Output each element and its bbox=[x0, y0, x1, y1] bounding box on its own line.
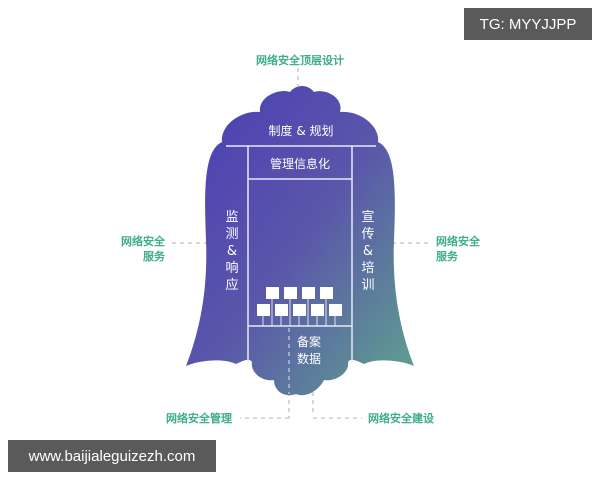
left-service-label-2: 服务 bbox=[143, 250, 165, 263]
left-column-label: 监测&响应 bbox=[225, 210, 239, 293]
watermark-top-right: TG: MYYJJPP bbox=[464, 8, 592, 40]
dashed-connectors bbox=[172, 68, 430, 419]
top-design-label: 网络安全顶层设计 bbox=[256, 54, 344, 67]
right-column-label: 宣传&培训 bbox=[361, 210, 375, 293]
right-service-label-2: 服务 bbox=[436, 250, 458, 263]
bottom-center-label-2: 数据 bbox=[297, 352, 322, 366]
bottom-center-label-1: 备案 bbox=[297, 335, 322, 349]
left-service-label-1: 网络安全 bbox=[121, 235, 165, 248]
bottom-right-construction-label: 网络安全建设 bbox=[368, 412, 434, 425]
center-top-label: 管理信息化 bbox=[269, 157, 330, 171]
right-service-label-1: 网络安全 bbox=[436, 235, 480, 248]
diagram-dividers bbox=[226, 145, 376, 362]
watermark-bottom-left: www.baijialeguizezh.com bbox=[8, 440, 216, 472]
data-blocks-icon bbox=[257, 287, 342, 326]
bottom-left-management-label: 网络安全管理 bbox=[166, 412, 232, 425]
cap-label: 制度 & 规划 bbox=[268, 124, 334, 138]
